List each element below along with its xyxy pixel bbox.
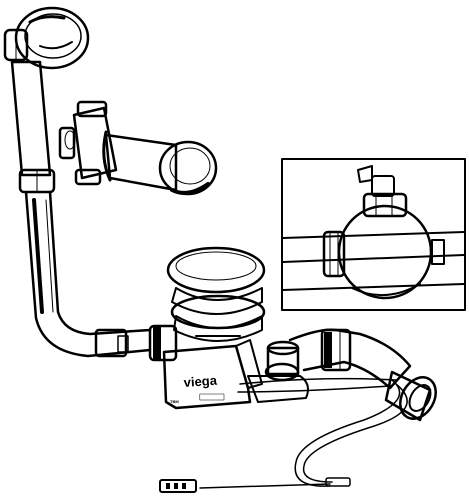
cable-connector xyxy=(159,479,197,493)
waste-plug xyxy=(166,246,266,342)
inset-detail xyxy=(281,158,466,311)
overflow-cap xyxy=(3,6,90,70)
overflow-riser-tube xyxy=(18,168,152,358)
filler-cap xyxy=(158,140,218,196)
drain-body: viega TBM xyxy=(148,324,263,410)
brand-label: viega xyxy=(183,373,218,390)
filler-valve xyxy=(58,100,178,192)
outlet-pipe xyxy=(247,328,437,422)
sensor-cable xyxy=(199,377,408,489)
overflow-corrugated-hose xyxy=(10,60,52,177)
model-label: TBM xyxy=(170,399,179,404)
